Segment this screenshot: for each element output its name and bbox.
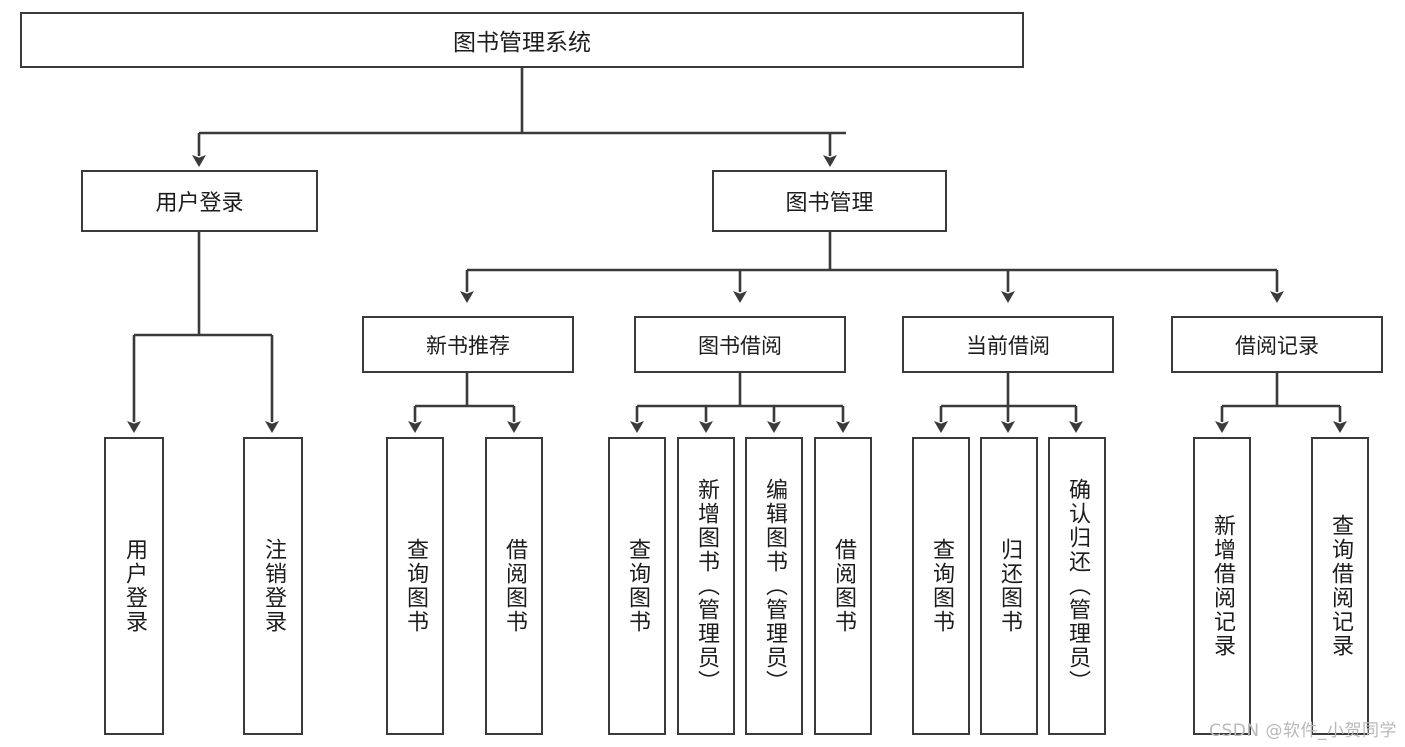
- node-leaf-borrow-book-2[interactable]: 借阅图书: [814, 437, 872, 735]
- node-user-login[interactable]: 用户登录: [81, 170, 318, 232]
- node-label: 查询借阅记录: [1327, 514, 1353, 658]
- node-leaf-query-record[interactable]: 查询借阅记录: [1311, 437, 1369, 735]
- node-leaf-return-book[interactable]: 归还图书: [980, 437, 1038, 735]
- node-root-book-management-system[interactable]: 图书管理系统: [20, 12, 1024, 68]
- node-leaf-user-login[interactable]: 用户登录: [104, 437, 164, 735]
- node-label: 借阅图书: [501, 538, 527, 634]
- node-leaf-add-book[interactable]: 新增图书（管理员）: [677, 437, 735, 735]
- node-label: 查询图书: [402, 538, 428, 634]
- node-label: 当前借阅: [966, 333, 1050, 358]
- node-label: 图书管理: [785, 191, 874, 216]
- node-label: 用户登录: [155, 191, 244, 216]
- node-leaf-add-record[interactable]: 新增借阅记录: [1193, 437, 1251, 735]
- node-label: 图书借阅: [698, 333, 782, 358]
- node-leaf-query-book-2[interactable]: 查询图书: [608, 437, 666, 735]
- node-label: 新书推荐: [426, 333, 510, 358]
- node-label: 借阅图书: [830, 538, 856, 634]
- node-label: 借阅记录: [1235, 333, 1319, 358]
- node-leaf-logout-login[interactable]: 注销登录: [243, 437, 303, 735]
- node-leaf-confirm-return[interactable]: 确认归还（管理员）: [1048, 437, 1106, 735]
- node-label: 新增图书（管理员）: [693, 478, 719, 694]
- node-book-borrow[interactable]: 图书借阅: [634, 316, 846, 373]
- csdn-watermark: CSDN @软件_小贺同学: [1209, 721, 1397, 741]
- node-label: 查询图书: [928, 538, 954, 634]
- node-current-borrow[interactable]: 当前借阅: [902, 316, 1114, 373]
- node-leaf-query-book-3[interactable]: 查询图书: [912, 437, 970, 735]
- node-label: 用户登录: [121, 538, 147, 634]
- node-label: 确认归还（管理员）: [1064, 478, 1090, 694]
- node-label: 查询图书: [624, 538, 650, 634]
- node-label: 归还图书: [996, 538, 1022, 634]
- node-label: 注销登录: [260, 538, 286, 634]
- node-borrow-record[interactable]: 借阅记录: [1171, 316, 1383, 373]
- node-label: 新增借阅记录: [1209, 514, 1235, 658]
- node-leaf-edit-book[interactable]: 编辑图书（管理员）: [745, 437, 803, 735]
- node-book-management[interactable]: 图书管理: [712, 170, 947, 232]
- node-leaf-borrow-book-1[interactable]: 借阅图书: [485, 437, 543, 735]
- node-new-book-recommend[interactable]: 新书推荐: [362, 316, 574, 373]
- node-label: 编辑图书（管理员）: [761, 478, 787, 694]
- node-leaf-query-book-1[interactable]: 查询图书: [386, 437, 444, 735]
- node-label: 图书管理系统: [453, 30, 591, 56]
